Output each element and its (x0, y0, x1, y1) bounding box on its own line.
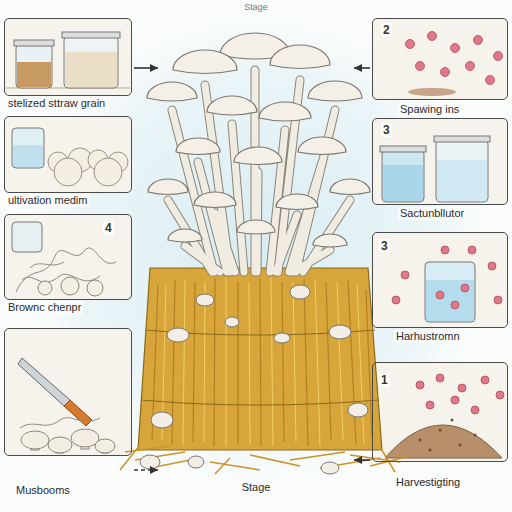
jar-dots-panel (392, 246, 502, 322)
label-row: Stage (160, 481, 352, 494)
callout-number: 3 (381, 123, 392, 137)
jars-straw-grain (6, 32, 130, 88)
panel-frame: 3 (372, 232, 508, 328)
cultivation-medium (12, 128, 128, 186)
stage-panel: Musbooms (4, 328, 132, 497)
stage-label: ultivation medim (6, 194, 89, 207)
stage-panel: 3Harhustromn (372, 232, 508, 343)
stage-panel: ultivation medim (4, 116, 132, 207)
callout-number: 3 (379, 239, 390, 253)
stage-panel: 3Sactunbllutor (372, 118, 508, 220)
panel-frame: 1 (372, 362, 508, 462)
stage-label: Brownc chenpr (6, 301, 83, 314)
illustration-group: Stage (160, 25, 352, 494)
callout-number: 1 (379, 373, 390, 387)
stage-label: Harhustromn (394, 330, 462, 343)
flow-arrow (134, 469, 158, 471)
stage-panel: 1Harvestigting (372, 362, 508, 489)
stage-panel: 4Brownc chenpr (4, 214, 132, 314)
stage-label: Spawing ins (398, 103, 461, 116)
panel-frame: 2 (372, 18, 508, 100)
flow-arrow (354, 459, 370, 461)
harvest-knife-panel (18, 358, 115, 453)
stage-label: Musbooms (14, 484, 72, 497)
panel-frame (4, 328, 132, 456)
label-row: ultivation medim (4, 194, 132, 207)
panel-frame (4, 18, 132, 96)
label-row: Musbooms (4, 484, 132, 497)
stage-label: Sactunbllutor (398, 207, 466, 220)
straw-bale (120, 268, 410, 474)
stage-panel: 2Spawing ins (372, 18, 508, 116)
stage-panel: stelized sttraw grain (4, 18, 132, 110)
callout-number: 4 (103, 221, 114, 235)
label-row: Brownc chenpr (4, 301, 132, 314)
label-row: Harvestigting (372, 476, 508, 489)
title: Stage (0, 2, 512, 12)
panel-grounds (4, 18, 508, 462)
panel-frame: 4 (4, 214, 132, 300)
stage-label: Harvestigting (394, 476, 462, 489)
panel-frame (4, 116, 132, 193)
water-jars-panel (380, 136, 490, 202)
soil-pile-panel (385, 374, 504, 458)
panel-frame: 3 (372, 118, 508, 205)
mushroom-caps (147, 33, 370, 247)
callout-number: 2 (381, 23, 392, 37)
label-row: Sactunbllutor (372, 207, 508, 220)
illustration-area (160, 25, 352, 475)
button-mushrooms (140, 285, 368, 474)
stage-label: stelized sttraw grain (6, 97, 107, 110)
label-row: Harhustromn (372, 330, 508, 343)
flow-arrow (134, 67, 158, 69)
spawn-dots-panel (406, 32, 503, 97)
label-row: Spawing ins (372, 103, 508, 116)
mycelium-panel (12, 222, 116, 296)
label-row: stelized sttraw grain (4, 97, 132, 110)
flow-arrow (354, 67, 370, 69)
stage-label: Stage (240, 481, 273, 494)
